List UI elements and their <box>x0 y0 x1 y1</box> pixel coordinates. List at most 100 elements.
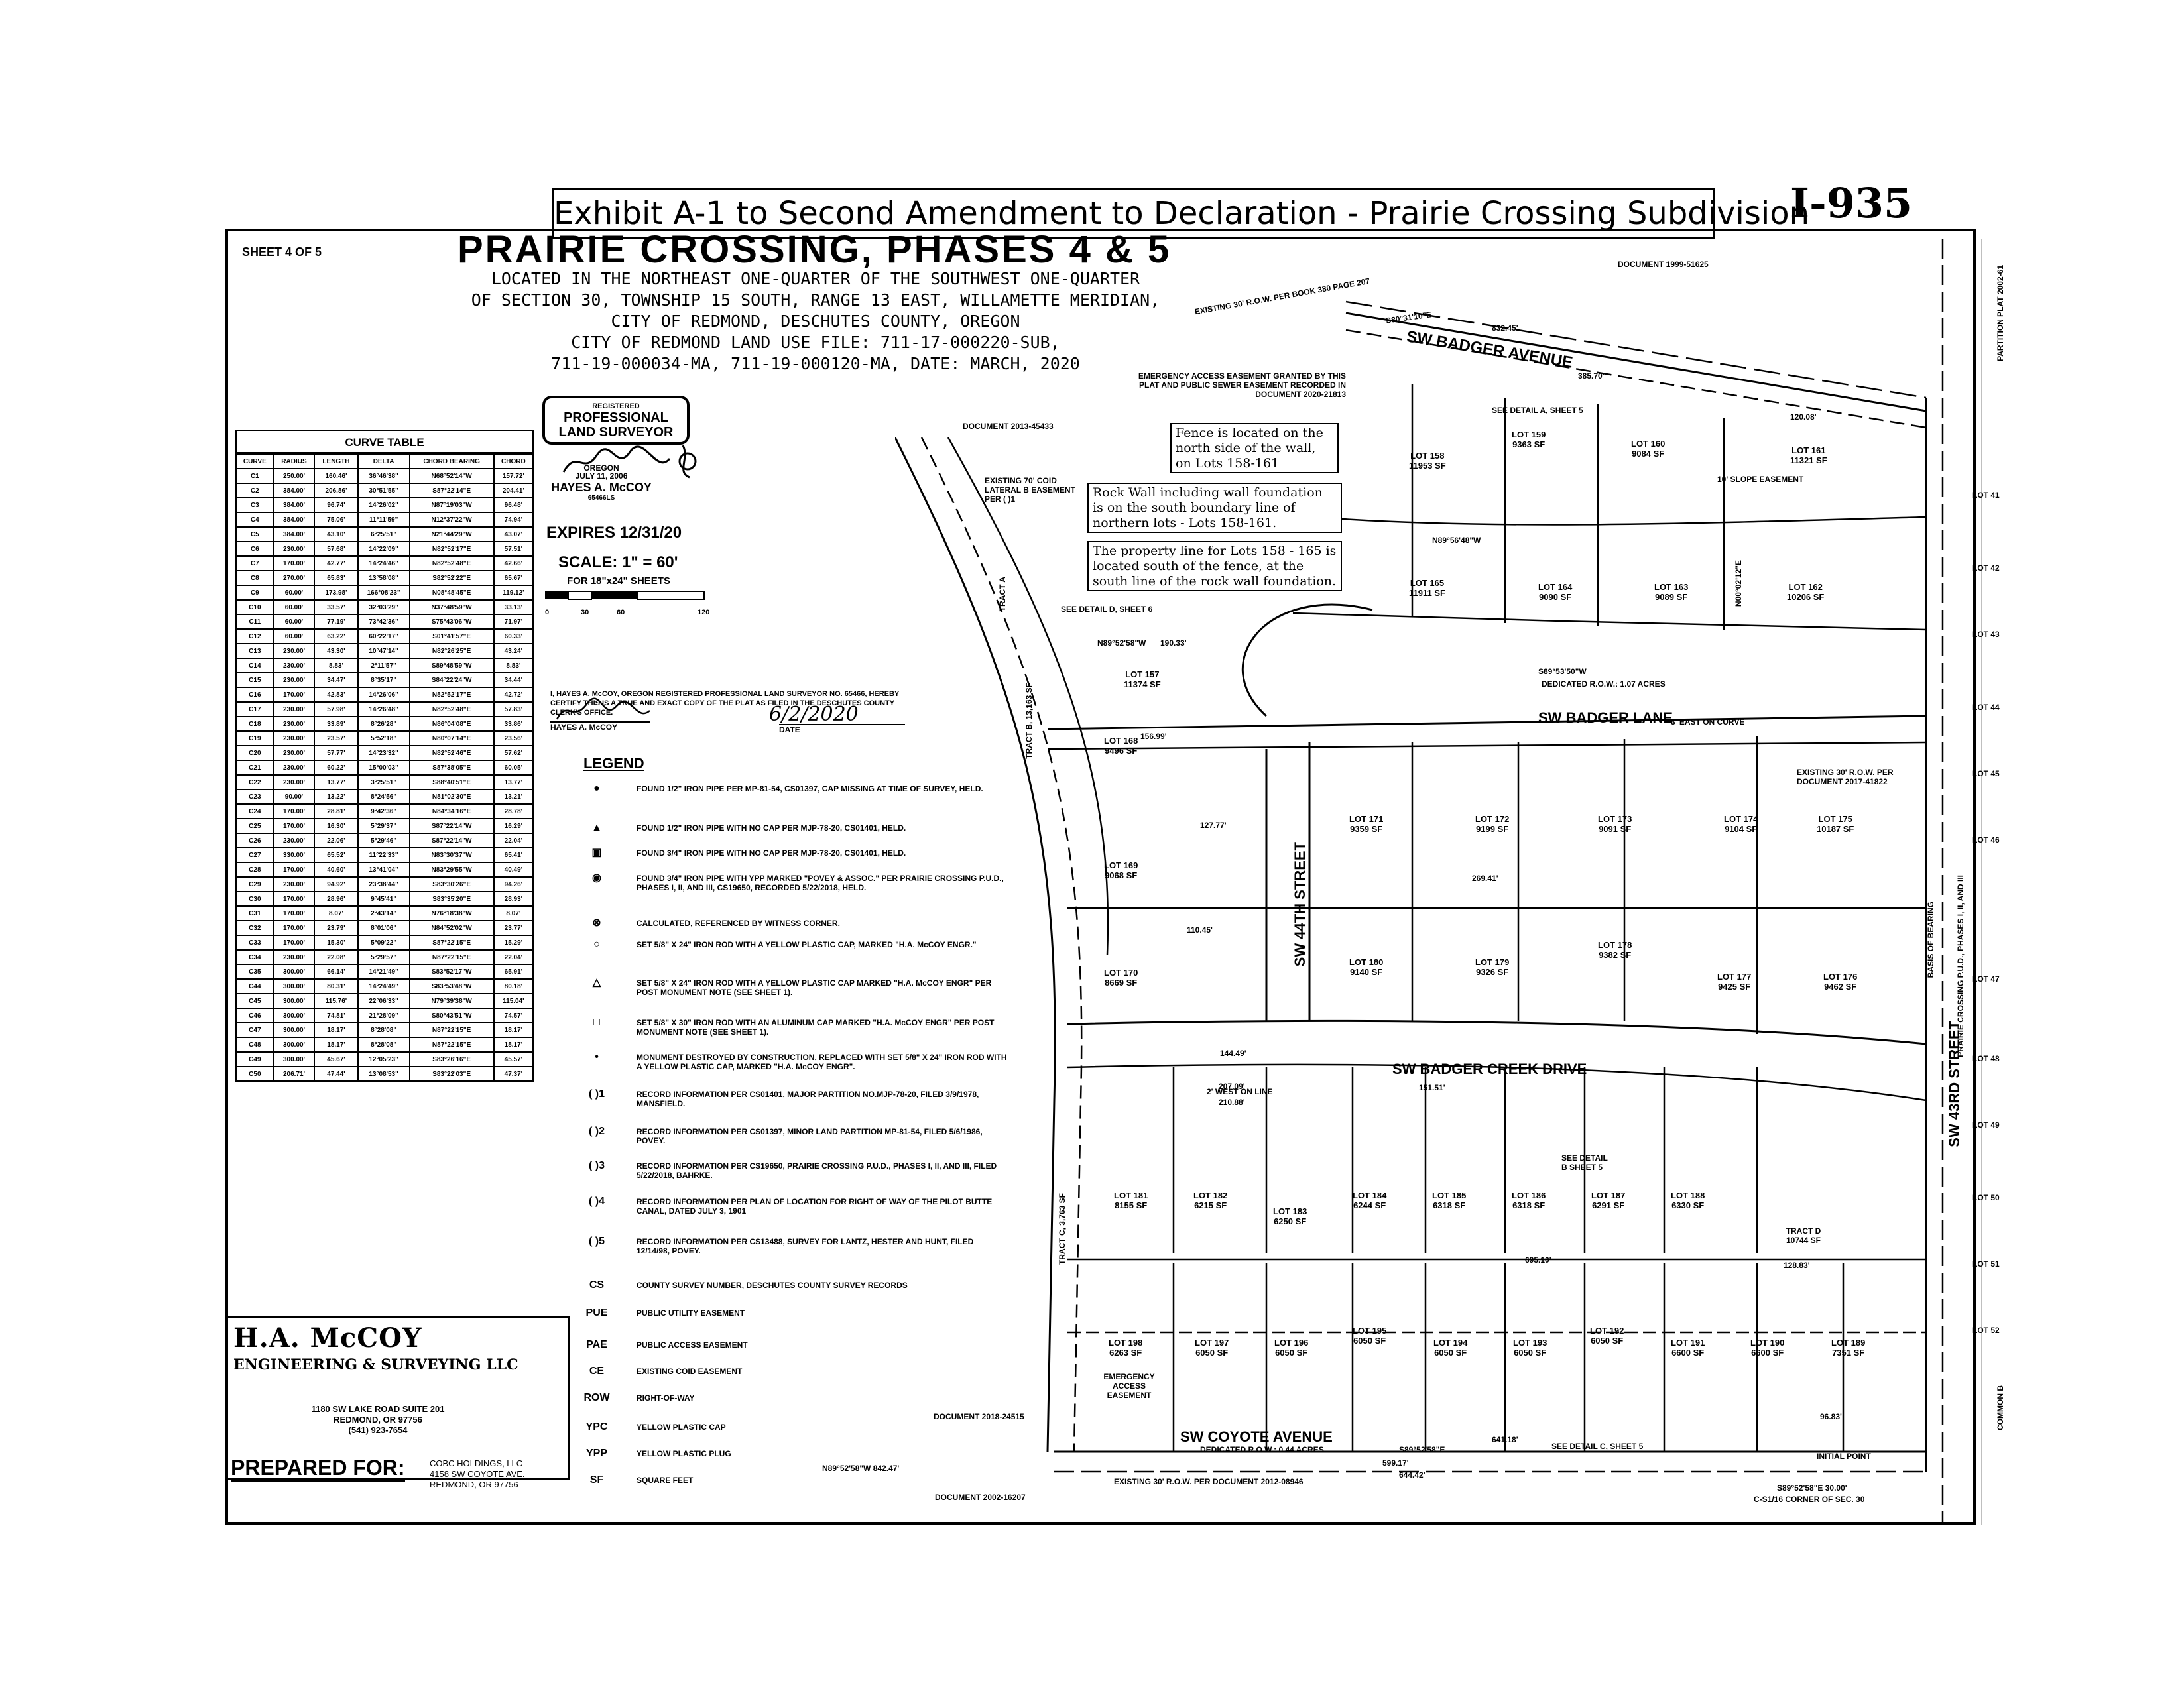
curve-table-cell: S87°22'14"E <box>408 483 495 498</box>
curve-table-cell: N87°19'03"W <box>408 497 495 513</box>
lot-area: 11321 SF <box>1790 455 1827 465</box>
curve-table-cell: 206.86' <box>314 483 359 498</box>
curve-table-cell: 13.22' <box>314 789 359 805</box>
legend-symbol: ( )2 <box>589 1126 605 1137</box>
curve-table-cell: 60.00' <box>273 585 316 601</box>
curve-table-cell: 11°22'33" <box>357 847 410 863</box>
curve-table-cell: 65.52' <box>314 847 359 863</box>
note-detail-c: SEE DETAIL C, SHEET 5 <box>1551 1442 1644 1451</box>
curve-table-cell: 8°26'28" <box>357 716 410 732</box>
curve-table-cell: C5 <box>235 526 274 542</box>
lot-area: 11953 SF <box>1409 461 1446 471</box>
curve-table: CURVE RADIUS LENGTH DELTA CHORD BEARING … <box>235 453 534 1082</box>
curve-table-cell: 6°25'51" <box>357 526 410 542</box>
curve-table-cell: 60.00' <box>273 628 316 644</box>
legend-text: COUNTY SURVEY NUMBER, DESCHUTES COUNTY S… <box>637 1281 908 1290</box>
note-doc2: DOCUMENT 2013-45433 <box>963 422 1054 431</box>
col-length: LENGTH <box>314 453 359 469</box>
legend-text: YELLOW PLASTIC PLUG <box>637 1449 731 1458</box>
curve-table-cell: 300.00' <box>273 1051 316 1067</box>
curve-table-cell: 119.12' <box>493 585 534 601</box>
curve-table-cell: 230.00' <box>273 658 316 673</box>
lot-number: LOT 162 <box>1788 582 1823 592</box>
curve-table-cell: 60.00' <box>273 614 316 630</box>
curve-table-cell: 43.24' <box>493 643 534 659</box>
legend-text: RECORD INFORMATION PER CS01401, MAJOR PA… <box>637 1090 979 1108</box>
curve-table-cell: 23°38'44" <box>357 876 410 892</box>
callout-property-line: The property line for Lots 158 - 165 is … <box>1087 541 1342 591</box>
note-tract-b: TRACT B, 13,163 SF <box>1024 683 1034 759</box>
lot-area: 9462 SF <box>1824 982 1857 992</box>
curve-table-cell: 270.00' <box>273 570 316 586</box>
lot-number: LOT 177 <box>1717 972 1752 982</box>
curve-table-cell: S80°43'51"W <box>408 1008 495 1023</box>
bearing-6: S89°53'50"W <box>1538 667 1587 676</box>
legend-text: FOUND 3/4" IRON PIPE WITH YPP MARKED "PO… <box>637 874 1004 892</box>
curve-table-cell: 8.07' <box>314 905 359 921</box>
lot-number: LOT 170 <box>1104 968 1138 978</box>
lot-number: LOT 189 <box>1831 1338 1866 1348</box>
note-initial-point: INITIAL POINT <box>1817 1452 1871 1461</box>
legend-text: SQUARE FEET <box>637 1476 694 1485</box>
curve-table-cell: N87°22'15"E <box>408 949 495 965</box>
curve-table-cell: 23.57' <box>314 730 359 746</box>
curve-table-cell: C47 <box>235 1022 274 1038</box>
note-slope-easement: 10' SLOPE EASEMENT <box>1717 475 1804 484</box>
col-delta: DELTA <box>357 453 410 469</box>
curve-table-cell: 57.68' <box>314 541 359 557</box>
curve-table-cell: 60.05' <box>493 760 534 776</box>
legend-text: FOUND 1/2" IRON PIPE PER MP-81-54, CS013… <box>637 784 983 793</box>
curve-table-cell: N82°52'17"E <box>408 541 495 557</box>
lot-area: 9091 SF <box>1599 824 1632 834</box>
curve-table-cell: S87°22'15"E <box>408 935 495 951</box>
lot-number: LOT 165 <box>1410 578 1445 588</box>
legend-text: RECORD INFORMATION PER CS19650, PRAIRIE … <box>637 1161 997 1180</box>
note-basis-of-bearing: BASIS OF BEARING <box>1926 902 1935 978</box>
stamp-details: OREGON JULY 11, 2006 HAYES A. McCOY 6546… <box>545 464 658 502</box>
curve-table-cell: 13.77' <box>493 774 534 790</box>
lot-area: 11374 SF <box>1124 679 1161 689</box>
curve-table-cell: 14°24'46" <box>357 555 410 571</box>
plat-subtitle: LOCATED IN THE NORTHEAST ONE-QUARTER OF … <box>438 268 1193 375</box>
curve-table-cell: 230.00' <box>273 774 316 790</box>
note-emergency-easement: EMERGENCY ACCESS EASEMENT GRANTED BY THI… <box>1138 371 1346 399</box>
legend-symbol: ( )5 <box>589 1236 605 1247</box>
note-detail-a: SEE DETAIL A, SHEET 5 <box>1492 406 1583 415</box>
distance-12: 599.17' <box>1382 1458 1409 1468</box>
legend-symbol: ○ <box>593 939 600 950</box>
prepared-for-label: PREPARED FOR: <box>231 1456 405 1482</box>
curve-table-cell: 13°41'04" <box>357 862 410 878</box>
curve-table-cell: 75.06' <box>314 512 359 528</box>
curve-table-cell: 157.72' <box>493 468 534 484</box>
legend-symbol: ( )4 <box>589 1196 605 1207</box>
curve-table-cell: 40.49' <box>493 862 534 878</box>
curve-table-cell: 18.17' <box>314 1037 359 1053</box>
curve-table-cell: C25 <box>235 818 274 834</box>
note-tract-a: TRACT A <box>998 577 1007 612</box>
curve-table-cell: 300.00' <box>273 1037 316 1053</box>
curve-table-cell: 18.17' <box>314 1022 359 1038</box>
curve-table-cell: 230.00' <box>273 876 316 892</box>
scale-tick-60: 60 <box>617 609 625 616</box>
curve-table-cell: 57.51' <box>493 541 534 557</box>
bearing-4: S89°52'58"E <box>1399 1445 1445 1454</box>
curve-table-cell: 65.91' <box>493 964 534 980</box>
curve-table-cell: 28.96' <box>314 891 359 907</box>
curve-table-cell: S87°38'05"E <box>408 760 495 776</box>
curve-table-cell: 230.00' <box>273 643 316 659</box>
curve-table-cell: C35 <box>235 964 274 980</box>
lot-number: LOT 198 <box>1109 1338 1143 1348</box>
curve-table-cell: 90.00' <box>273 789 316 805</box>
curve-table-cell: 8°28'08" <box>357 1022 410 1038</box>
note-tract-c: TRACT C, 3,763 SF <box>1058 1193 1067 1265</box>
